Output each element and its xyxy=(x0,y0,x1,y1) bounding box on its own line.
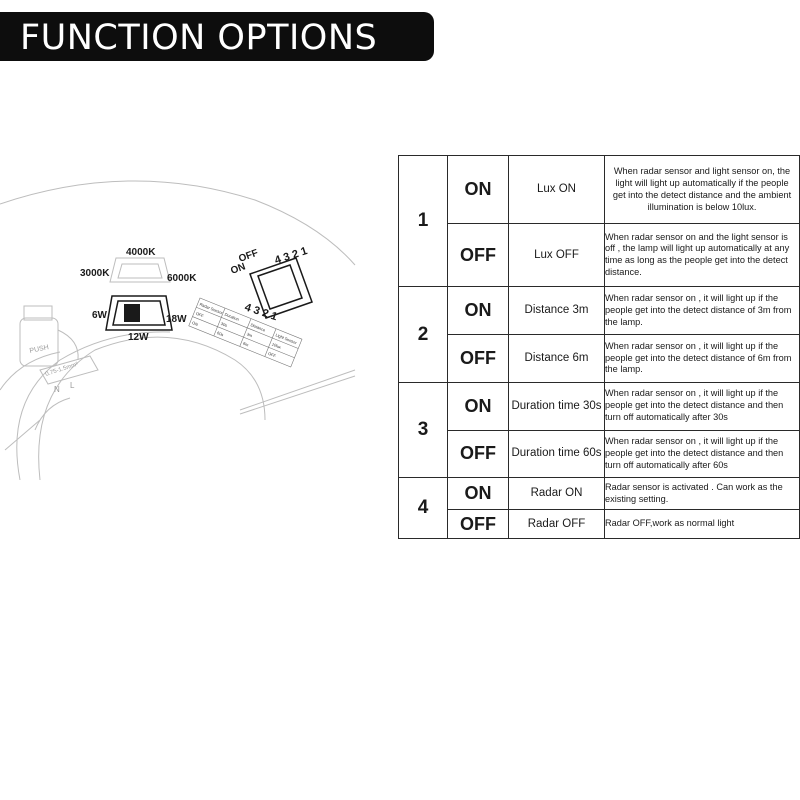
mini-cell: Distance xyxy=(250,322,267,333)
function-description: Radar OFF,work as normal light xyxy=(604,509,800,539)
switch-state: OFF xyxy=(447,509,509,539)
mini-settings-table: Radar Sensor Duration Distance Light Sen… xyxy=(188,297,303,368)
mini-cell: 6m xyxy=(242,341,250,348)
function-name: Radar OFF xyxy=(508,509,605,539)
function-name: Distance 3m xyxy=(508,286,605,336)
function-name: Lux ON xyxy=(508,154,605,225)
switch-number: 2 xyxy=(398,286,448,383)
function-name: Distance 6m xyxy=(508,334,605,383)
terminal-block xyxy=(39,355,99,385)
function-description: When radar sensor on , it will light up … xyxy=(604,334,800,383)
function-name: Duration time 30s xyxy=(508,381,605,431)
switch-state: ON xyxy=(447,477,509,511)
push-label: PUSH xyxy=(29,344,49,355)
mini-cell: OFF xyxy=(195,311,205,319)
dip-on-label: ON xyxy=(229,261,247,276)
switch-state: OFF xyxy=(447,223,509,288)
function-description: When radar sensor on and the light senso… xyxy=(604,223,800,288)
switch-state: OFF xyxy=(447,334,509,383)
label-12w: 12W xyxy=(128,332,149,343)
function-description: When radar sensor on , it will light up … xyxy=(604,381,800,431)
mini-cell: Duration xyxy=(224,312,240,322)
switch-number: 4 xyxy=(398,477,448,539)
mini-cell: ON xyxy=(191,320,199,327)
cct-selector: 4000K 3000K 6000K xyxy=(80,247,197,284)
mini-cell: 3m xyxy=(246,331,254,338)
mini-cell: 10lux xyxy=(271,342,282,350)
push-clip xyxy=(19,317,59,367)
title-banner: FUNCTION OPTIONS xyxy=(0,12,434,61)
function-description: When radar sensor on , it will light up … xyxy=(604,286,800,336)
switch-state: ON xyxy=(447,381,509,431)
lamp-diagram: 4000K 3000K 6000K 6W 12W 18W OFF ON 4 3 … xyxy=(0,180,356,480)
label-6w: 6W xyxy=(92,310,108,321)
switch-state: ON xyxy=(447,154,509,225)
mini-cell: OFF xyxy=(267,351,277,359)
label-6000k: 6000K xyxy=(167,273,197,284)
label-4000k: 4000K xyxy=(126,247,156,258)
switch-number: 3 xyxy=(398,381,448,479)
mini-cell: 30s xyxy=(220,321,228,328)
function-name: Lux OFF xyxy=(508,223,605,288)
label-18w: 18W xyxy=(166,314,187,325)
function-description: When radar sensor on , it will light up … xyxy=(604,429,800,479)
label-3000k: 3000K xyxy=(80,268,110,279)
function-name: Duration time 60s xyxy=(508,429,605,479)
wattage-switch-knob xyxy=(124,304,140,322)
terminal-n-label: N xyxy=(54,385,60,394)
switch-number: 1 xyxy=(398,154,448,288)
function-description: Radar sensor is activated . Can work as … xyxy=(604,477,800,511)
terminal-l-label: L xyxy=(70,381,75,390)
page-title: FUNCTION OPTIONS xyxy=(20,18,378,58)
switch-state: OFF xyxy=(447,429,509,479)
wattage-selector: 6W 12W 18W xyxy=(92,295,187,343)
function-description: When radar sensor and light sensor on, t… xyxy=(604,154,800,225)
dip-switch: OFF ON 4 3 2 1 4 3 2 1 xyxy=(229,245,313,323)
switch-state: ON xyxy=(447,286,509,336)
lamp-inner-arc xyxy=(38,336,266,480)
mini-cell: 60s xyxy=(216,330,224,337)
lamp-outer-arc xyxy=(0,180,356,266)
function-name: Radar ON xyxy=(508,477,605,511)
